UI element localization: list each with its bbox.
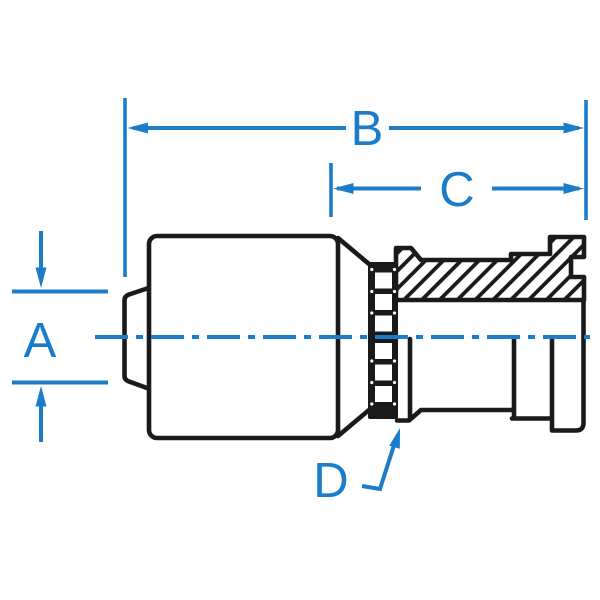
- dim-label-b: B: [351, 102, 384, 156]
- dim-c-arrow-left-icon: [333, 183, 354, 194]
- serration-dots: [370, 267, 397, 406]
- dim-a-arrow-up-icon: [35, 386, 47, 407]
- dimension-b: B: [123, 98, 588, 277]
- serration-window: [375, 272, 392, 289]
- flange-head-section-hatched: [393, 234, 587, 303]
- dim-d-leader-line: [361, 441, 397, 492]
- dim-d-arrow-icon: [389, 428, 400, 449]
- washer-bottom-and-neck-line: [394, 407, 515, 423]
- dimension-d: D: [313, 428, 400, 508]
- dim-label-d: D: [313, 454, 348, 508]
- serration-window: [375, 294, 392, 310]
- serration-window: [375, 343, 392, 359]
- fitting-part: [122, 233, 587, 441]
- dimension-a: A: [12, 231, 108, 442]
- serration-window: [375, 315, 392, 332]
- socket-taper-top-line: [335, 235, 372, 267]
- socket-taper-bottom-line: [335, 407, 372, 439]
- dim-c-arrow-right-icon: [563, 183, 584, 194]
- dim-label-c: C: [439, 163, 474, 217]
- dimension-c: C: [329, 163, 584, 217]
- dim-a-arrow-down-icon: [35, 267, 47, 288]
- serration-window: [375, 364, 392, 381]
- dim-b-arrow-left-icon: [127, 122, 148, 134]
- dim-b-arrow-right-icon: [563, 122, 584, 134]
- dim-label-a: A: [24, 314, 57, 368]
- crimp-serration-column: [368, 262, 398, 419]
- serration-window: [375, 386, 392, 402]
- flange-bottom-and-right-edge: [549, 298, 586, 433]
